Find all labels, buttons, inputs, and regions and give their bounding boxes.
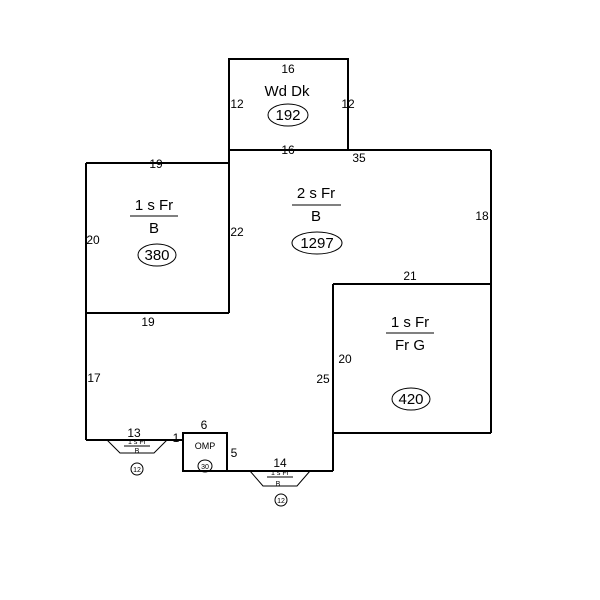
stoop-left-label-top: 1 s Fr (128, 439, 147, 446)
dim-deck-left: 12 (230, 97, 244, 111)
stoop-left-area: 12 (133, 467, 141, 474)
stoop-right-outline (249, 470, 311, 487)
dimension-labels: 16 12 12 16 35 19 20 22 19 18 21 25 20 1… (86, 62, 489, 470)
dim-left-top: 19 (149, 157, 163, 171)
stoop-left-area-oval (130, 462, 144, 476)
dim-porch-right: 5 (231, 446, 238, 460)
dim-left-bottom: 19 (141, 315, 155, 329)
stoop-right-area-oval (274, 493, 288, 507)
wood-deck-area: 192 (275, 107, 300, 124)
dim-garage-top: 21 (403, 269, 417, 283)
left-room: 1 s Fr B 380 (130, 197, 178, 267)
dim-left-side: 20 (86, 233, 100, 247)
house-outline (85, 149, 492, 472)
dim-porch-left: 1 (173, 431, 180, 445)
wood-deck: Wd Dk 192 (228, 58, 349, 150)
dim-left-inner: 22 (230, 225, 244, 239)
dim-garage-left-inner: 20 (338, 352, 352, 366)
stoop-left-label-bottom: B (135, 448, 140, 455)
left-room-area-oval (137, 243, 177, 267)
dim-lower-left: 17 (87, 371, 101, 385)
garage-area-oval (391, 387, 431, 411)
wood-deck-outline (228, 58, 349, 150)
main-house-label-top: 2 s Fr (297, 185, 335, 202)
stoop-right-area: 12 (277, 498, 285, 505)
left-room-area: 380 (144, 247, 169, 264)
dim-porch-top: 6 (201, 418, 208, 432)
main-house-label-bottom: B (311, 208, 321, 225)
garage-label-bottom: Fr G (395, 337, 425, 354)
left-room-label-top: 1 s Fr (135, 197, 173, 214)
porch-area-oval (197, 459, 213, 473)
garage-area: 420 (398, 391, 423, 408)
dim-stoop-right-width: 14 (273, 456, 287, 470)
left-room-label-bottom: B (149, 220, 159, 237)
porch-label: OMP (195, 441, 216, 451)
dim-deck-top: 16 (281, 62, 295, 76)
porch: OMP 30 (182, 432, 228, 473)
wood-deck-area-oval (267, 103, 309, 127)
main-house: 2 s Fr B 1297 (291, 185, 343, 255)
garage-label-top: 1 s Fr (391, 314, 429, 331)
dim-deck-bottom: 16 (281, 143, 295, 157)
wood-deck-label: Wd Dk (265, 83, 311, 100)
porch-area: 30 (201, 464, 209, 471)
stoop-right-label-top: 1 s Fr (271, 470, 290, 477)
garage: 1 s Fr Fr G 420 (386, 314, 434, 411)
dim-right-side: 18 (475, 209, 489, 223)
dim-stoop-left-width: 13 (127, 426, 141, 440)
dim-main-top: 35 (352, 151, 366, 165)
stoop-left-outline (106, 439, 168, 454)
dim-deck-right: 12 (341, 97, 355, 111)
stoop-left: 1 s Fr B 12 (106, 439, 168, 476)
main-house-area-oval (291, 231, 343, 255)
stoop-right: 1 s Fr B 12 (249, 470, 311, 507)
porch-outline (182, 432, 228, 472)
stoop-right-label-bottom: B (276, 481, 281, 488)
main-house-area: 1297 (300, 235, 333, 252)
dim-garage-left-outer: 25 (316, 372, 330, 386)
